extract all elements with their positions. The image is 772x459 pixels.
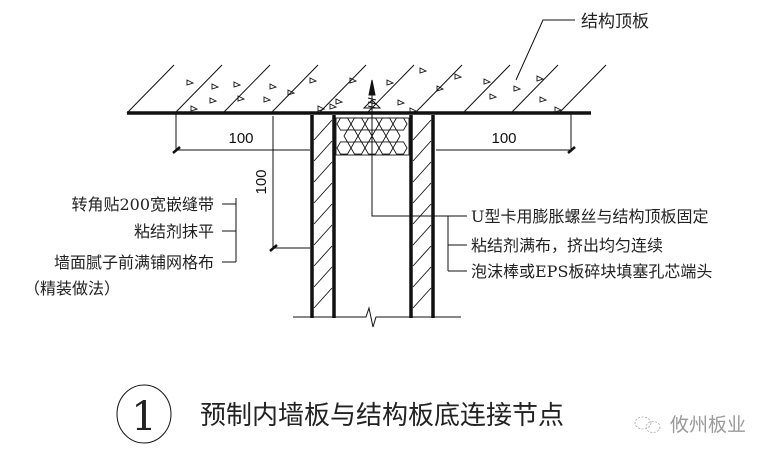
foam-cell [343,129,359,143]
wall-hatch-line [412,161,432,183]
aggregate-mark [233,81,242,88]
aggregate-mark [483,78,492,85]
right-label-u-clip: U型卡用膨胀螺丝与结构顶板固定 [471,207,709,226]
slab-label: 结构顶板 [581,12,649,32]
slab-hatch-line [414,64,463,114]
slab-hatch [126,64,607,114]
aggregate-mark [386,79,395,86]
left-leaders [222,198,237,263]
foam-cell [350,141,366,155]
foam-cell [336,117,352,131]
slab-hatch-line [222,64,271,114]
dimension-right-horizontal: 100 [491,130,516,147]
foam-cell [378,117,394,131]
aggregate-mark [190,105,199,112]
aggregate-mark [269,83,278,90]
expansion-bolt-icon [362,79,382,122]
wall-hatch-line [412,287,432,309]
left-label-adhesive: 粘结剂抹平 [134,222,214,241]
aggregate-mark [539,96,548,103]
detail-number: 1 [131,394,156,440]
wall-hatch-line [412,182,432,204]
wall-hatch-line [412,119,432,141]
slab-hatch-line [126,64,175,114]
foam-cell [364,141,380,155]
wall-hatch-line [412,245,432,267]
aggregate-mark [436,85,445,92]
foam-cell [350,117,366,131]
watermark-text: 攸州板业 [670,414,746,436]
wall-hatch-line [412,224,432,246]
wall-hatch-line [313,182,333,204]
aggregate-mark [211,83,220,90]
aggregate-mark [186,79,195,86]
aggregate-mark [454,73,463,80]
aggregate-mark [237,95,246,102]
aggregate-mark [554,106,563,113]
slab-hatch-line [558,64,607,114]
right-label-foam: 泡沫棒或EPS板碎块填塞孔芯端头 [471,262,712,281]
aggregate-mark [209,97,218,104]
dimension-lines [172,113,576,252]
slab-hatch-line [318,64,367,114]
dimension-left-horizontal: 100 [228,130,253,147]
break-line [293,306,461,328]
aggregate-mark [397,99,406,106]
slab-hatch-line [510,64,559,114]
aggregate-mark [287,89,296,96]
slab-aggregate [186,67,563,114]
aggregate-mark [419,67,428,74]
wall-hatch-line [313,266,333,288]
wechat-icon [634,416,661,433]
foam-cell [371,129,387,143]
wall-hatch-line [313,224,333,246]
left-label-joint-tape: 转角贴200宽嵌缝带 [71,195,214,214]
foam-cell [385,129,401,143]
left-wall-panel [310,115,336,318]
left-label-mesh: 墙面腻子前满铺网格布 [54,253,214,272]
aggregate-mark [349,77,358,84]
right-leaders [371,122,467,272]
slab-label-leader [515,19,575,81]
wall-hatch-line [412,203,432,225]
aggregate-mark [489,93,498,100]
aggregate-mark [513,85,522,92]
slab-hatch-line [462,64,511,114]
foam-cell [336,141,352,155]
wall-hatch-line [313,161,333,183]
drawing-title: 预制内墙板与结构板底连接节点 [200,401,564,431]
wall-hatch-line [313,287,333,309]
aggregate-mark [335,98,344,105]
wall-hatch-line [313,203,333,225]
slab-hatch-line [174,64,223,114]
aggregate-mark [309,77,318,84]
dimension-vertical: 100 [253,169,270,194]
slab-hatch-line [366,64,415,114]
structural-slab [126,64,607,115]
foam-cell [357,129,373,143]
foam-core-fill [335,117,410,156]
wall-hatch-line [412,266,432,288]
aggregate-mark [536,75,545,82]
wall-hatch-line [412,140,432,162]
aggregate-mark [317,105,326,112]
slab-hatch-line [270,64,319,114]
detail-number-circle [116,384,172,444]
foam-cell [378,141,394,155]
wall-hatch-line [313,245,333,267]
aggregate-mark [263,96,272,103]
wall-hatch-line [313,140,333,162]
foam-cell [392,141,408,155]
aggregate-mark [329,103,338,110]
wall-hatch-line [313,119,333,141]
foam-cell [392,117,408,131]
right-label-adhesive: 粘结剂满布，挤出均匀连续 [471,236,663,255]
left-label-note: （精装做法） [24,279,120,298]
